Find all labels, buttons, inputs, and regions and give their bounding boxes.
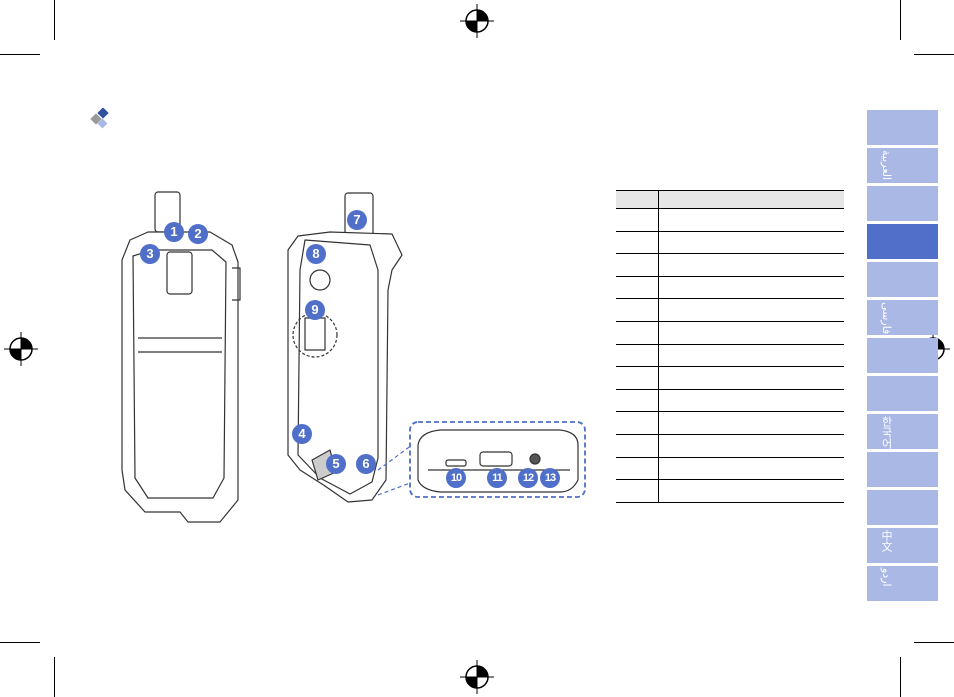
language-tab-label: فارسی bbox=[880, 302, 893, 335]
callout-badge: 11 bbox=[487, 468, 507, 488]
diamond-bullet-icon bbox=[90, 108, 109, 129]
language-tab[interactable]: العربية bbox=[867, 148, 938, 183]
table-cell-number bbox=[616, 457, 659, 480]
language-tab[interactable] bbox=[867, 224, 938, 259]
table-cell-number bbox=[616, 254, 659, 276]
table-cell-number bbox=[616, 367, 659, 389]
table-row bbox=[616, 321, 844, 345]
crop-mark bbox=[54, 0, 55, 40]
crop-mark bbox=[0, 642, 40, 643]
callout-badge: 9 bbox=[305, 300, 325, 320]
language-tab[interactable]: 한국어 bbox=[867, 414, 938, 449]
callout-badge: 2 bbox=[188, 224, 208, 244]
language-tab[interactable] bbox=[867, 490, 938, 525]
language-tab[interactable] bbox=[867, 110, 938, 145]
language-tab[interactable] bbox=[867, 452, 938, 487]
table-row bbox=[616, 480, 844, 503]
crop-mark bbox=[900, 0, 901, 40]
table-row bbox=[616, 457, 844, 481]
crop-mark bbox=[0, 54, 40, 55]
language-tab[interactable]: 中文 bbox=[867, 528, 938, 563]
language-tab-label: 中文 bbox=[880, 530, 893, 552]
callout-badge: 7 bbox=[347, 210, 367, 230]
callout-badge: 13 bbox=[540, 468, 560, 488]
table-row bbox=[616, 209, 844, 232]
table-cell-number bbox=[616, 344, 659, 367]
language-tab[interactable] bbox=[867, 262, 938, 297]
table-row bbox=[616, 254, 844, 277]
language-tab[interactable] bbox=[867, 186, 938, 221]
table-row bbox=[616, 434, 844, 458]
table-row bbox=[616, 344, 844, 368]
table-row bbox=[616, 299, 844, 322]
device-illustration bbox=[121, 191, 586, 523]
callout-badge: 1 bbox=[164, 222, 184, 242]
callout-badge: 6 bbox=[356, 454, 376, 474]
crop-mark bbox=[914, 642, 954, 643]
table-cell-number bbox=[616, 209, 659, 231]
language-tab[interactable]: اردو bbox=[867, 566, 938, 601]
language-tab[interactable]: فارسی bbox=[867, 300, 938, 335]
table-cell-number bbox=[616, 321, 659, 344]
table-row bbox=[616, 231, 844, 255]
callout-badge: 10 bbox=[446, 468, 466, 488]
callout-badge: 5 bbox=[326, 454, 346, 474]
table-row bbox=[616, 389, 844, 413]
table-cell-number bbox=[616, 389, 659, 412]
crop-mark bbox=[54, 657, 55, 697]
table-cell-number bbox=[616, 231, 659, 254]
callout-badge: 3 bbox=[140, 244, 160, 264]
registration-mark-icon bbox=[460, 4, 494, 38]
language-tab-label: اردو bbox=[880, 568, 893, 587]
table-row bbox=[616, 412, 844, 435]
language-tab-label: العربية bbox=[880, 150, 893, 181]
registration-mark-icon bbox=[460, 660, 494, 694]
table-cell-number bbox=[616, 434, 659, 457]
table-header bbox=[616, 190, 844, 503]
callout-badge: 4 bbox=[292, 424, 312, 444]
table-row bbox=[616, 367, 844, 390]
table-cell-number bbox=[616, 299, 659, 321]
parts-table bbox=[616, 190, 844, 503]
callout-badge: 12 bbox=[518, 468, 538, 488]
table-row bbox=[616, 276, 844, 300]
callout-badge: 8 bbox=[306, 244, 326, 264]
registration-mark-icon bbox=[4, 332, 38, 366]
crop-mark bbox=[900, 657, 901, 697]
language-tab-label: 한국어 bbox=[880, 416, 893, 449]
crop-mark bbox=[914, 54, 954, 55]
table-cell-number bbox=[616, 480, 659, 502]
language-tab[interactable] bbox=[867, 338, 938, 373]
table-cell-number bbox=[616, 412, 659, 434]
language-tab[interactable] bbox=[867, 376, 938, 411]
table-cell-number bbox=[616, 276, 659, 299]
